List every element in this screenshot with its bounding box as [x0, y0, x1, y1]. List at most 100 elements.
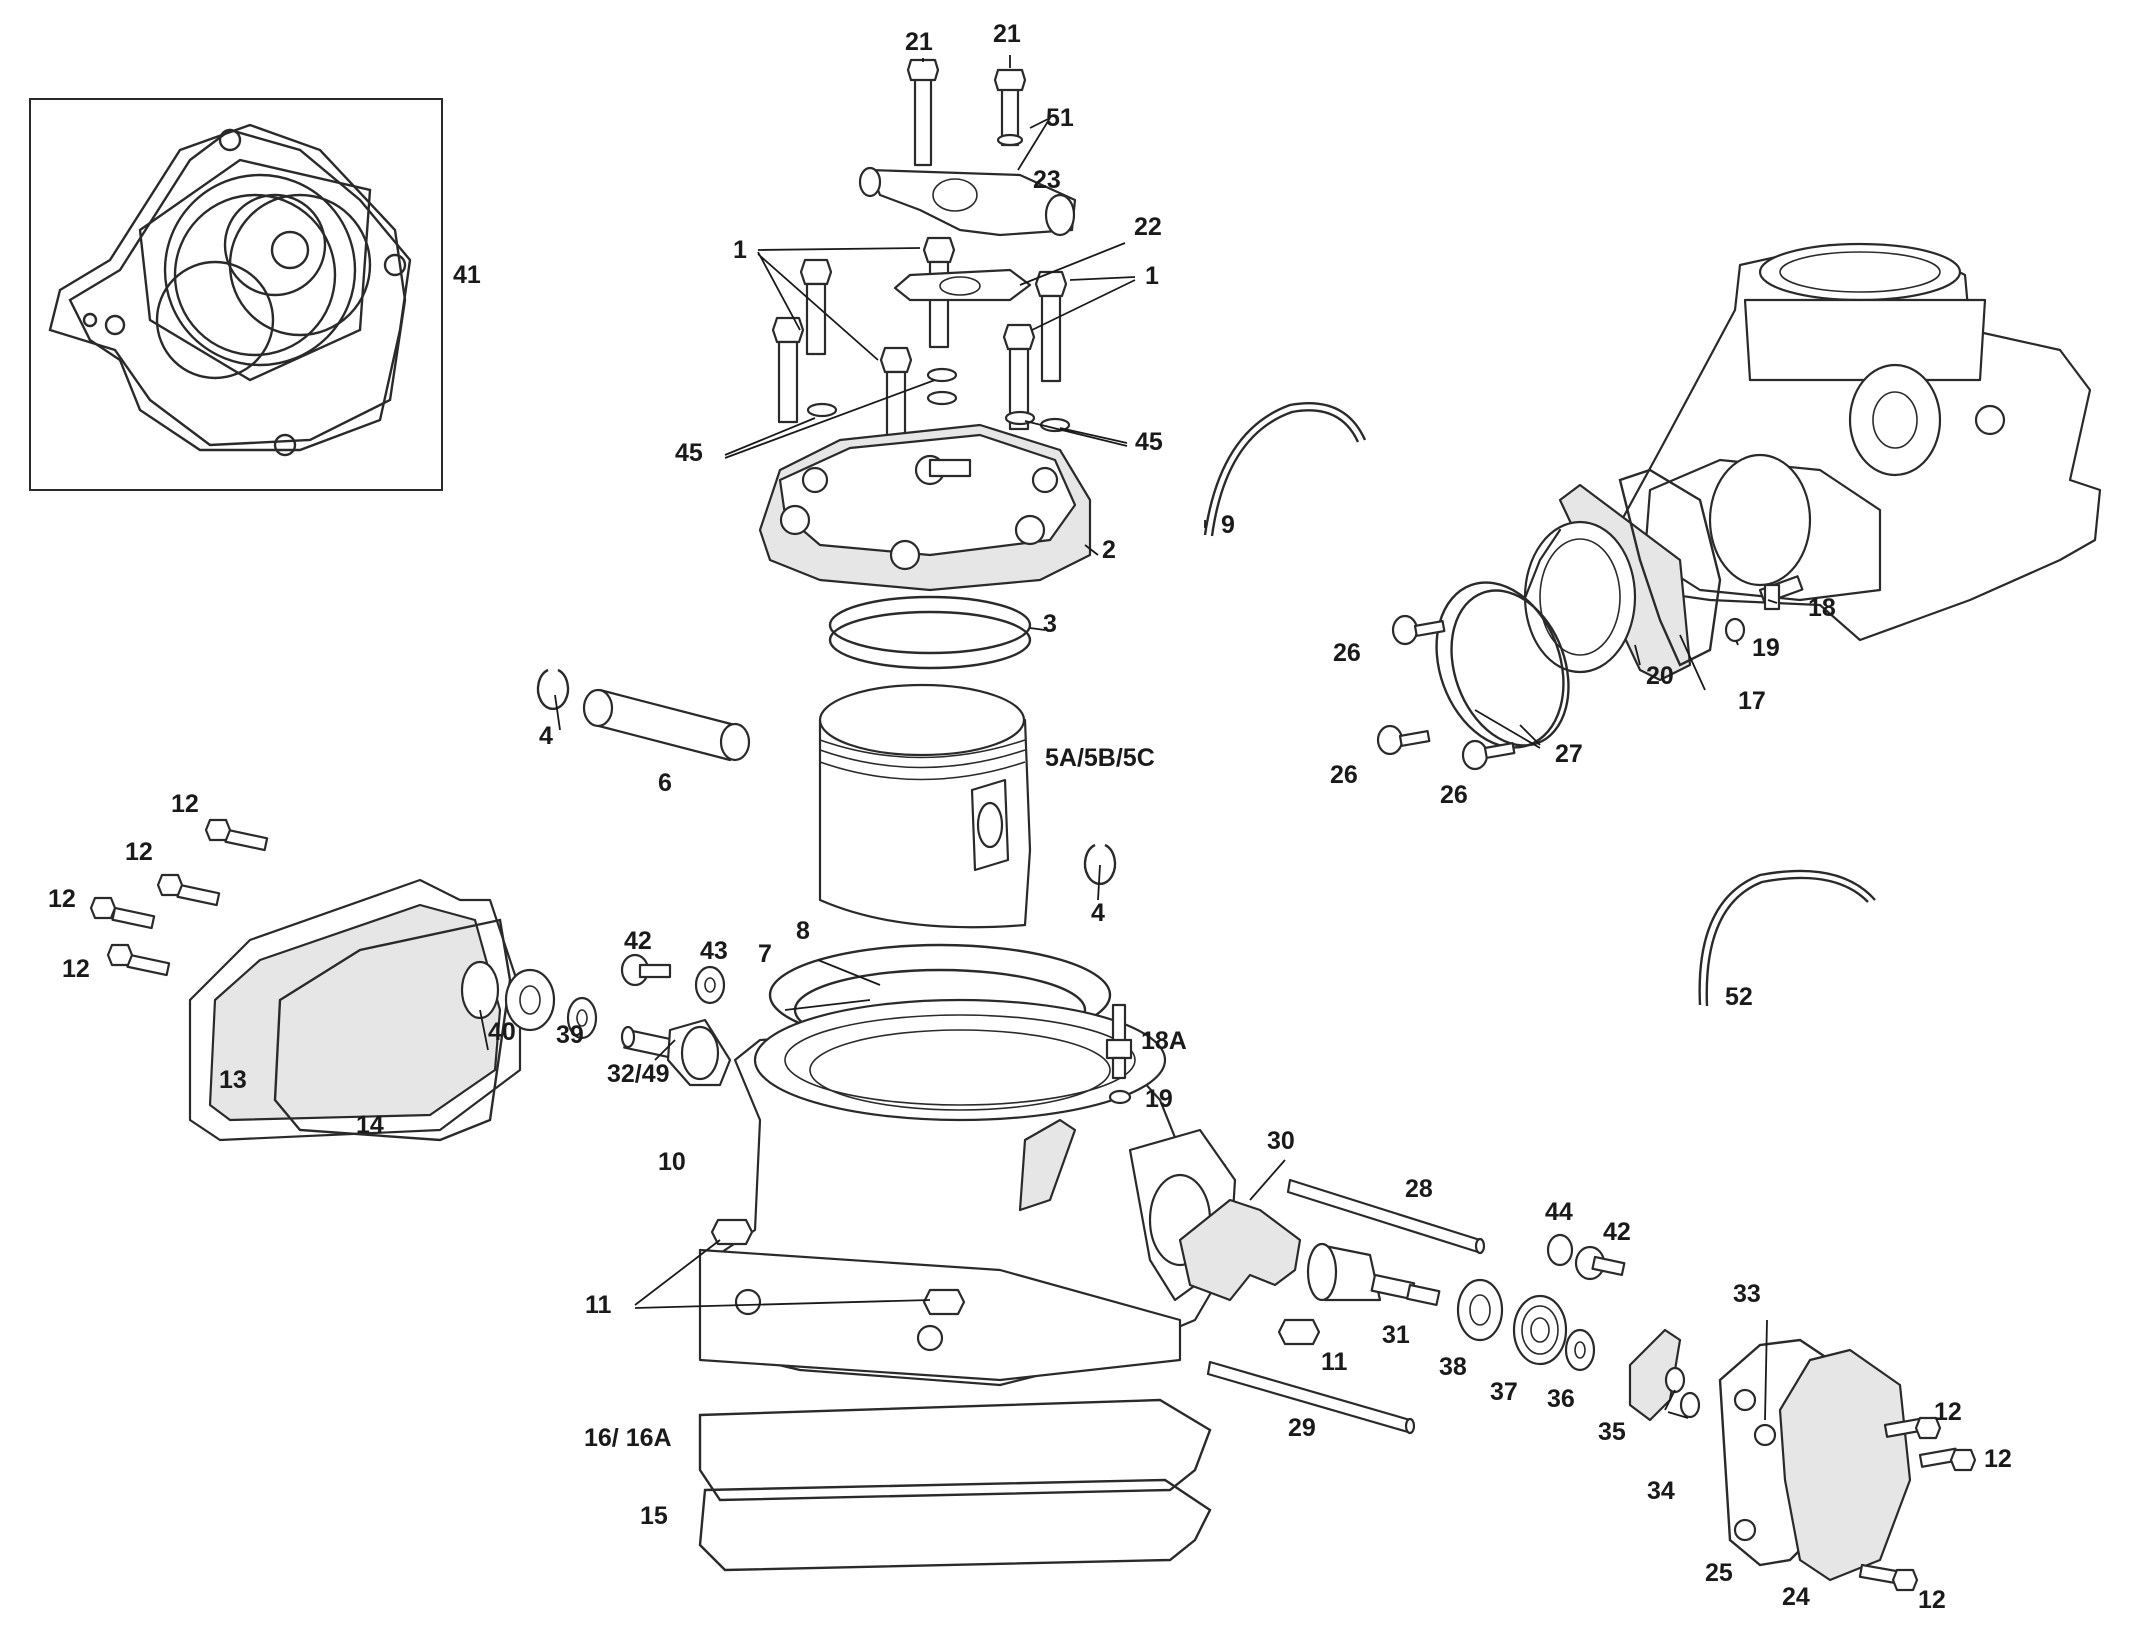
callout-12: 12	[48, 885, 76, 913]
callout-2: 2	[1102, 536, 1116, 564]
cylinder-nut-b	[922, 1288, 966, 1316]
callout-12: 12	[1934, 1398, 1962, 1426]
callout-20: 20	[1646, 662, 1674, 690]
washer-44	[1546, 1233, 1574, 1267]
callout-1: 1	[733, 236, 747, 264]
callout-38: 38	[1439, 1353, 1467, 1381]
callout-42: 42	[624, 927, 652, 955]
callout-7: 7	[758, 940, 772, 968]
callout-9: 9	[1221, 511, 1235, 539]
callout-4: 4	[1091, 899, 1105, 927]
valve-shaft-31	[1306, 1242, 1441, 1307]
hose-9-inner	[1210, 409, 1360, 537]
callout-13: 13	[219, 1066, 247, 1094]
washer-19-lower	[1108, 1089, 1132, 1105]
callout-32-49: 32/49	[607, 1060, 670, 1088]
callout-33: 33	[1733, 1280, 1761, 1308]
callout-18a: 18A	[1141, 1027, 1187, 1055]
callout-51: 51	[1046, 104, 1074, 132]
valve-cover-left	[188, 878, 522, 1142]
callout-45: 45	[1135, 428, 1163, 456]
callout-11: 11	[585, 1291, 612, 1319]
head-bolts	[771, 236, 1068, 464]
callout-6: 6	[658, 769, 672, 797]
hose-52-inner	[1705, 876, 1869, 1007]
callout-21: 21	[905, 28, 933, 56]
callout-43: 43	[700, 937, 728, 965]
callout-36: 36	[1547, 1385, 1575, 1413]
callout-11: 11	[1321, 1348, 1348, 1376]
thermostat-gasket	[893, 268, 1032, 302]
callout-1: 1	[1145, 262, 1159, 290]
base-gasket-16	[698, 1398, 1212, 1502]
leader-lines	[479, 55, 1778, 1421]
cylinder-nut-a	[710, 1218, 754, 1246]
exhaust-gasket-17	[1618, 468, 1722, 667]
callout-12: 12	[125, 838, 153, 866]
screws-26	[1376, 614, 1516, 771]
screw-42-left	[620, 953, 672, 987]
valve-cover-right	[1718, 1338, 1912, 1582]
cover-bolts-right	[1858, 1416, 1977, 1592]
cylinder-nut-c	[1277, 1318, 1321, 1346]
bearing-37	[1512, 1294, 1568, 1366]
fitting-18	[1758, 575, 1804, 611]
seal-38	[1456, 1278, 1504, 1342]
callout-3: 3	[1043, 610, 1057, 638]
fitting-18A	[1105, 1003, 1133, 1080]
washer-36	[1564, 1328, 1596, 1372]
callout-27: 27	[1555, 740, 1583, 768]
washer-34a	[1664, 1366, 1686, 1394]
callout-45: 45	[675, 439, 703, 467]
bearing-40	[460, 960, 556, 1032]
callout-16-16a: 16/ 16A	[584, 1424, 672, 1452]
callout-12: 12	[1918, 1586, 1946, 1614]
callout-26: 26	[1440, 781, 1468, 809]
piston	[818, 683, 1032, 929]
callout-34: 34	[1647, 1477, 1675, 1505]
callout-14: 14	[356, 1111, 384, 1139]
base-gasket-15	[698, 1478, 1212, 1572]
callout-4: 4	[539, 722, 553, 750]
hose-52	[1698, 869, 1876, 1006]
hose-9	[1203, 402, 1367, 536]
callout-25: 25	[1705, 1559, 1733, 1587]
callout-35: 35	[1598, 1418, 1626, 1446]
washer-19-upper	[1724, 617, 1746, 643]
callout-52: 52	[1725, 983, 1753, 1011]
callout-10: 10	[658, 1148, 686, 1176]
callout-8: 8	[796, 917, 810, 945]
washer-34b	[1679, 1391, 1701, 1419]
washer-39	[566, 996, 598, 1040]
thermostat-housing	[858, 58, 1077, 237]
rod-28	[1286, 1178, 1486, 1255]
callout-31: 31	[1382, 1321, 1410, 1349]
cylinder-head	[758, 423, 1092, 592]
piston-pin	[582, 688, 751, 762]
washer-43	[694, 965, 726, 1005]
callout-12: 12	[1984, 1445, 2012, 1473]
callout-37: 37	[1490, 1378, 1518, 1406]
callout-40: 40	[488, 1018, 516, 1046]
head-orings	[828, 595, 1032, 670]
valve-lever-30	[1178, 1198, 1302, 1302]
rod-29	[1206, 1360, 1416, 1435]
callout-39: 39	[556, 1021, 584, 1049]
cylinder	[698, 998, 1237, 1387]
gasket-kit-inset	[29, 98, 443, 491]
callout-29: 29	[1288, 1414, 1316, 1442]
callout-42: 42	[1603, 1218, 1631, 1246]
cylinder-rear-view	[1598, 242, 2102, 642]
callout-28: 28	[1405, 1175, 1433, 1203]
cover-bolts-left	[89, 818, 269, 977]
callout-26: 26	[1333, 639, 1361, 667]
callout-18: 18	[1808, 594, 1836, 622]
callout-24: 24	[1782, 1583, 1810, 1611]
callout-44: 44	[1545, 1198, 1573, 1226]
callout-15: 15	[640, 1502, 668, 1530]
callout-26: 26	[1330, 761, 1358, 789]
screw-42-right	[1574, 1245, 1626, 1281]
callout-41: 41	[453, 261, 481, 289]
callout-21: 21	[993, 20, 1021, 48]
